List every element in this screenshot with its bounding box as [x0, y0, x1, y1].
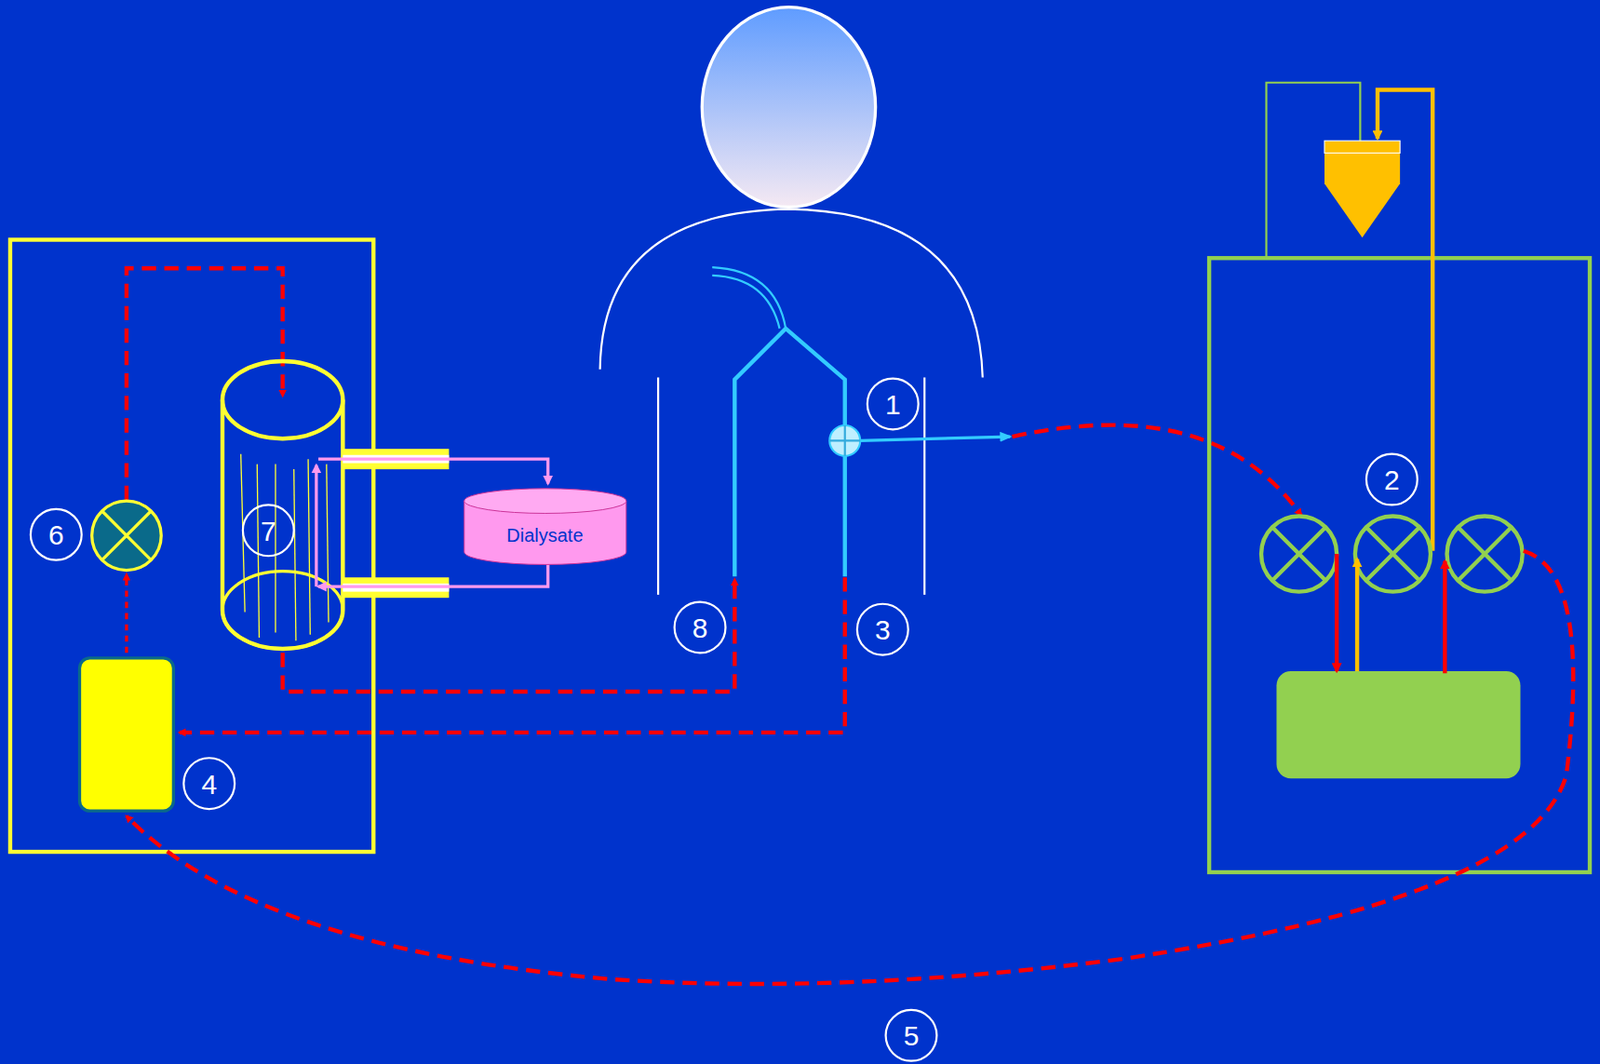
callout-number: 5	[903, 1021, 920, 1050]
callout-number: 2	[1384, 466, 1400, 495]
callout-number: 8	[692, 614, 709, 643]
callout-number: 1	[885, 390, 901, 419]
dialysate-tank: Dialysate	[462, 487, 629, 565]
callout-number: 6	[48, 521, 65, 550]
callout-number: 3	[874, 616, 891, 645]
callout-number: 4	[201, 770, 217, 799]
callout-number: 7	[260, 517, 277, 546]
node-text: Dialysate	[506, 524, 583, 547]
